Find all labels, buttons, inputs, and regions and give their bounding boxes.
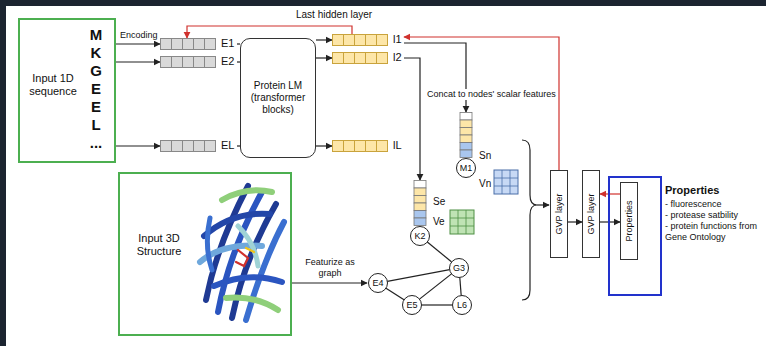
vector-bar: [160, 56, 216, 68]
connector: [600, 193, 620, 194]
vector-bar: [160, 140, 216, 152]
embedding-vector: E2: [160, 56, 237, 68]
connector: [600, 221, 620, 222]
gvp-layer-box: GVP layer: [582, 170, 600, 258]
connector: [116, 43, 160, 44]
annotation-label: Ve: [433, 216, 445, 228]
annotation-label: Last hidden layer: [296, 9, 372, 21]
node-text: E: [84, 80, 108, 97]
node-text: M: [84, 26, 108, 43]
protein-illustration: [200, 186, 284, 320]
connector: [387, 270, 449, 282]
graph-node: M1: [455, 112, 477, 178]
connector: [116, 145, 160, 146]
node-text: Properties: [665, 184, 761, 197]
graph-node: K2: [409, 180, 431, 246]
edge-label: Featurize as graph: [301, 257, 359, 279]
node-text: Input 1D sequence: [24, 72, 82, 98]
connector: [460, 278, 461, 296]
vector-bar: [160, 38, 216, 50]
node-text: Input 3D Structure: [124, 232, 194, 258]
language-model-box: Protein LM (transformer blocks): [240, 38, 316, 158]
edge-label: Concat to nodes' scalar features: [426, 89, 557, 100]
connector: [316, 145, 332, 146]
property-box: Properties: [620, 182, 638, 260]
node-text: l2: [393, 51, 402, 64]
graph-node: E4: [367, 273, 389, 293]
node-text: - protein functions from Gene Ontology: [665, 221, 761, 243]
graph-node: E5: [401, 295, 423, 315]
vector-bar: [332, 34, 388, 46]
text-column: Properties - fluorescence- protease satbi…: [665, 184, 761, 243]
node-text: K: [84, 44, 108, 61]
bracket-arrow: [537, 204, 549, 205]
connector: [386, 288, 404, 300]
annotation-label: Vn: [479, 178, 491, 190]
node-text: E5: [401, 295, 423, 315]
connector: [568, 221, 582, 222]
output-box: Properties- fluorescence- protease satbi…: [608, 176, 662, 296]
node-text: EL: [221, 139, 234, 152]
node-text: E: [84, 98, 108, 115]
feature-bracket: [522, 140, 537, 300]
graph-node: L6: [451, 295, 473, 315]
connector: [404, 58, 420, 180]
annotation-label: Se: [433, 196, 445, 208]
input-box: Input 1D sequenceMKGEEL...: [18, 18, 116, 163]
node-text: - protease satbility: [665, 210, 761, 221]
node-text: GVP layer: [586, 194, 597, 235]
node-text: - fluorescence: [665, 199, 761, 210]
connector: [420, 274, 452, 299]
node-text: ...: [84, 134, 108, 151]
embedding-vector: EL: [160, 140, 237, 152]
node-text: GVP layer: [554, 194, 565, 235]
node-text: lL: [393, 139, 402, 152]
node-text: E1: [221, 37, 234, 50]
node-text: G: [84, 62, 108, 79]
node-text: Properties: [624, 200, 635, 241]
connector: [404, 43, 466, 112]
node-text: L6: [451, 295, 473, 315]
node-text: M1: [455, 158, 477, 178]
connector: [316, 39, 332, 40]
hidden-vector: lL: [332, 140, 404, 152]
connector: [187, 26, 352, 38]
node-text: Protein LM (transformer blocks): [245, 80, 311, 116]
connector: [116, 61, 160, 62]
graph-node: G3: [448, 258, 470, 278]
node-text: G3: [448, 258, 470, 278]
connector: [427, 242, 451, 262]
node-text: l1: [393, 33, 402, 46]
node-text: K2: [409, 226, 431, 246]
vector-matrix: [450, 210, 474, 234]
node-text: E4: [367, 273, 389, 293]
hidden-vector: l1: [332, 34, 404, 46]
node-text: E2: [221, 55, 234, 68]
vector-matrix: [494, 170, 518, 194]
connector: [422, 304, 453, 305]
connector: [292, 282, 367, 283]
gvp-layer-box: GVP layer: [550, 170, 568, 258]
vector-bar: [332, 52, 388, 64]
left-band: [0, 0, 6, 346]
embedding-vector: E1: [160, 38, 237, 50]
node-text: L: [84, 116, 108, 133]
connector: [404, 37, 559, 170]
vector-bar: [332, 140, 388, 152]
structure-box: Input 3D Structure: [118, 172, 292, 336]
connector: [316, 57, 332, 58]
hidden-vector: l2: [332, 52, 404, 64]
edge-label: Encoding: [119, 30, 159, 41]
annotation-label: Sn: [479, 150, 491, 162]
top-band: [0, 0, 766, 6]
